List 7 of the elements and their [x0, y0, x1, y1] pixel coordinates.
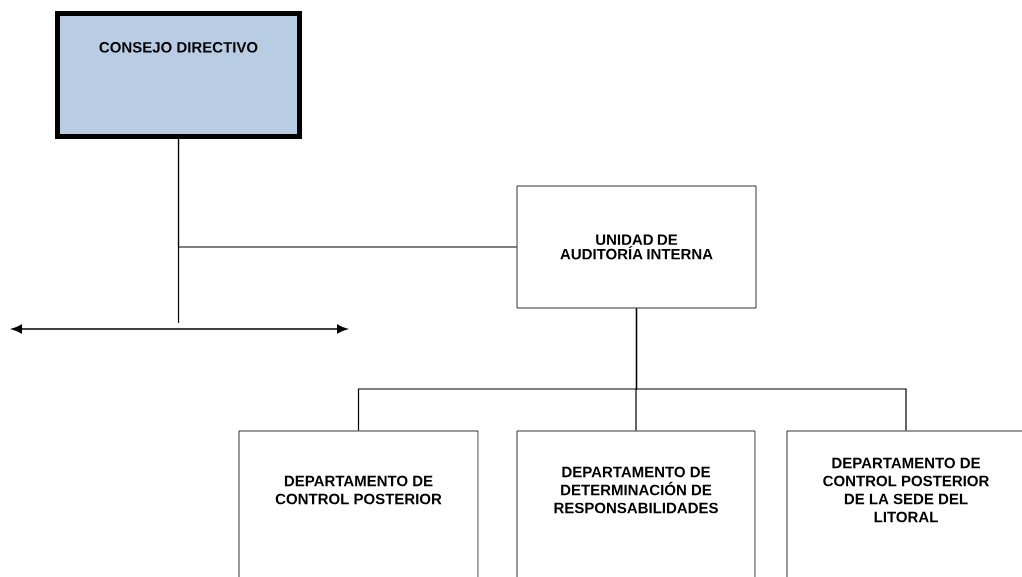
- connector-line: [635, 307, 907, 432]
- department-box: DEPARTAMENTO DE CONTROL POSTERIOR DE LA SEDE DEL LITORAL: [786, 430, 1022, 577]
- unit-box: UNIDAD DE AUDITORÍA INTERNA: [516, 185, 757, 309]
- connector-line: [177, 138, 180, 324]
- board-box: CONSEJO DIRECTIVO: [55, 11, 302, 139]
- department-box: DEPARTAMENTO DE DETERMINACIÓN DE RESPONSABILIDADES: [516, 430, 756, 577]
- department-box: DEPARTAMENTO DE CONTROL POSTERIOR: [238, 430, 479, 577]
